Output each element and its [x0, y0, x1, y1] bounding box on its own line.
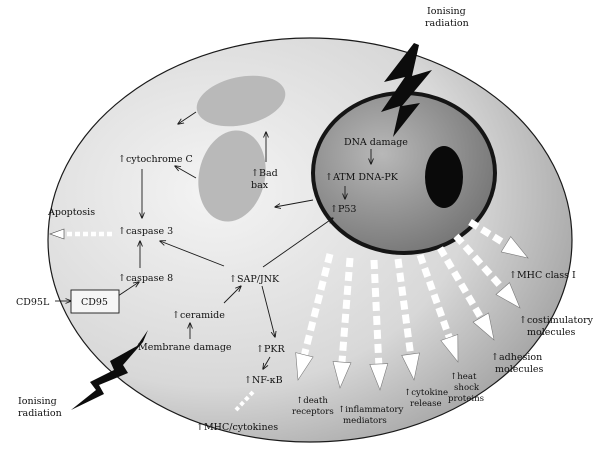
label-heat-2: shock [454, 383, 480, 393]
output-arrow-head-3 [472, 312, 495, 341]
label-atm-dna-pk: ↑ATM DNA-PK [325, 172, 399, 183]
output-arrow-head-6 [369, 363, 389, 391]
label-caspase3: ↑caspase 3 [118, 226, 173, 237]
label-ionising-top-1: Ionising [427, 6, 466, 17]
arrow-sapjnk-to-p53 [262, 218, 333, 268]
surface-output-arrows [295, 219, 529, 391]
label-cytokine-1: ↑cytokine [404, 388, 448, 398]
label-bax: bax [251, 180, 269, 191]
label-cd95l: CD95L [16, 297, 50, 308]
label-pkr: ↑PKR [256, 344, 285, 355]
output-arrow-head-2 [495, 282, 521, 309]
arrow-organelle-to-cytc [175, 166, 197, 179]
label-membrane-damage: Membrane damage [138, 342, 232, 353]
arrow-organelle-to-left [178, 111, 197, 124]
output-arrow-shaft-5 [394, 258, 415, 355]
label-adhesion-2: molecules [495, 364, 543, 375]
label-nfkb: ↑NF-κB [244, 375, 283, 386]
label-bad: ↑Bad [251, 168, 278, 179]
arrow-sapjnk-to-caspase3 [160, 241, 225, 267]
label-inflammatory-2: mediators [343, 416, 387, 426]
pathway-arrows [55, 111, 371, 369]
label-cytochrome-c: ↑cytochrome C [118, 154, 193, 165]
cd95-box [70, 289, 120, 314]
arrow-pkr-to-nfkb [263, 356, 271, 369]
label-ceramide: ↑ceramide [172, 310, 225, 321]
label-death-1: ↑death [296, 396, 328, 406]
output-arrow-shaft-7 [338, 257, 354, 363]
arrow-p53-to-bax [275, 199, 314, 207]
label-dna-damage: DNA damage [344, 137, 408, 148]
label-adhesion-1: ↑adhesion [491, 352, 542, 363]
apoptosis-arrow [49, 228, 112, 240]
label-caspase8: ↑caspase 8 [118, 273, 173, 284]
output-arrow-head-7 [332, 361, 352, 389]
output-arrow-shaft-6 [370, 259, 383, 365]
output-arrow-shaft-1 [468, 219, 508, 248]
label-sap-jnk: ↑SAP/JNK [229, 274, 280, 285]
label-costimulatory-2: molecules [527, 327, 575, 338]
lightning-bolt-top [381, 43, 432, 137]
text-labels: Ionising radiation DNA damage ↑ATM DNA-P… [16, 6, 594, 433]
label-cytokine-2: release [410, 399, 442, 409]
label-heat-3: proteins [448, 394, 484, 404]
label-death-2: receptors [292, 407, 334, 417]
organelle-middle [198, 130, 266, 222]
label-p53: ↑P53 [330, 204, 356, 215]
output-arrow-head-1 [500, 236, 529, 259]
label-ionising-bottom-1: Ionising [18, 396, 57, 407]
arrow-ceramide-to-sapjnk [223, 286, 241, 304]
label-ionising-bottom-2: radiation [18, 408, 62, 419]
label-ionising-top-2: radiation [425, 18, 469, 29]
label-mhc-cytokines: ↑MHC/cytokines [196, 422, 278, 433]
arrow-cd95-to-caspase8 [117, 282, 139, 297]
label-mhc-class1: ↑MHC class I [509, 270, 576, 281]
label-cd95: CD95 [81, 297, 108, 308]
output-arrow-shaft-8 [301, 253, 334, 356]
label-costimulatory-1: ↑costimulatory [519, 315, 594, 326]
arrow-sapjnk-to-pkr [261, 285, 275, 337]
output-arrow-shaft-2 [453, 233, 506, 291]
nucleolus [425, 146, 463, 208]
output-arrow-shaft-4 [416, 253, 453, 339]
output-arrow-head-4 [440, 334, 459, 363]
organelle-top [196, 75, 286, 127]
output-arrow-head-5 [401, 352, 420, 381]
label-inflammatory-1: ↑inflammatory [338, 405, 403, 415]
label-apoptosis: Apoptosis [47, 207, 95, 218]
output-arrow-head-8 [295, 352, 314, 381]
label-heat-1: ↑heat [450, 372, 477, 382]
